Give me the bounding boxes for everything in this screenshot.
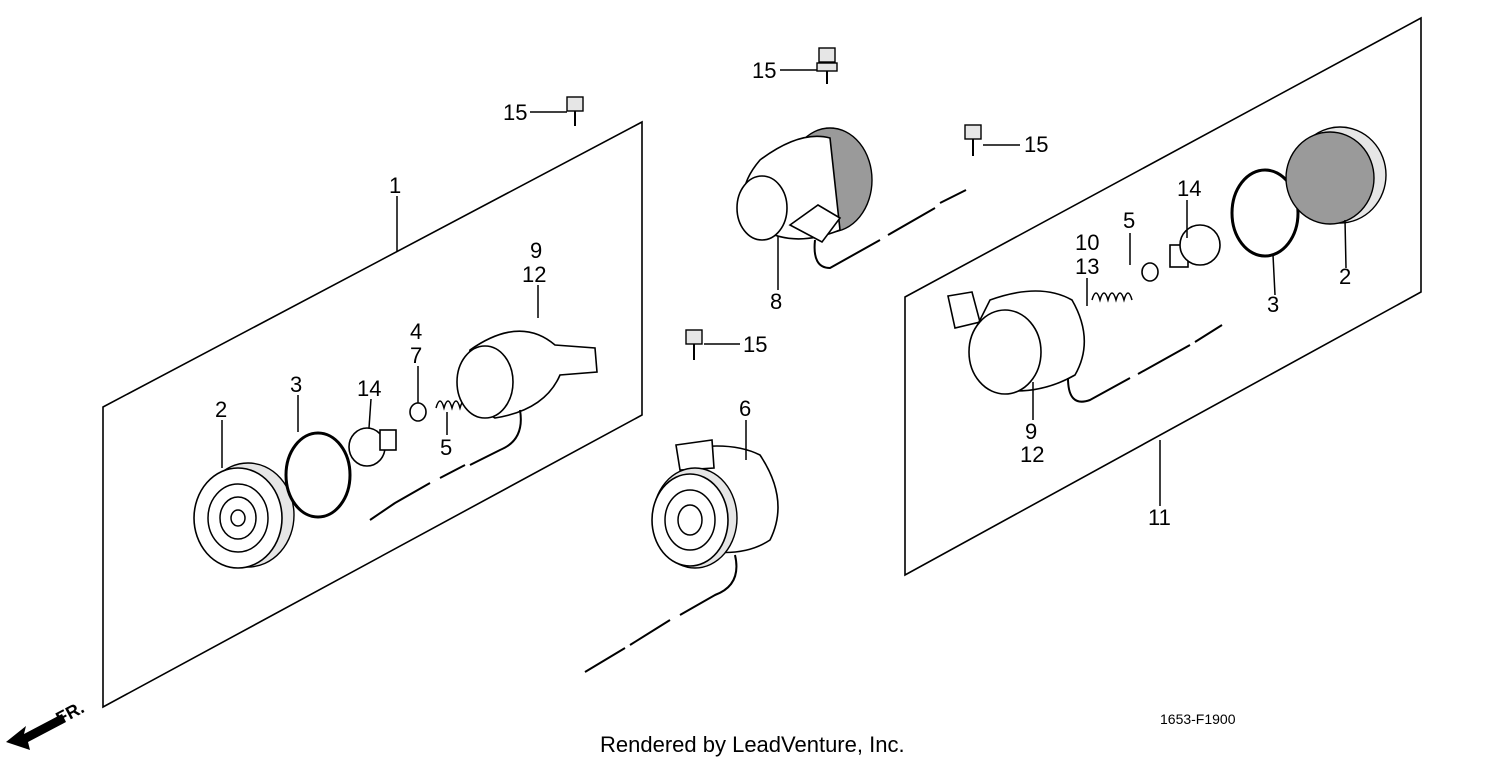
top-center-indicator: [736, 127, 967, 270]
callout-3-left: 3: [290, 372, 302, 397]
callout-15-c: 15: [1024, 132, 1048, 157]
callout-12-right: 12: [1020, 442, 1044, 467]
callout-15-b: 15: [752, 58, 776, 83]
screw-a: [566, 96, 584, 126]
right-housing: [947, 290, 1223, 403]
callout-11: 11: [1148, 505, 1171, 530]
front-arrow-icon: [6, 714, 66, 750]
callout-2-right: 2: [1339, 264, 1351, 289]
left-wire: [369, 464, 466, 521]
screw-d: [685, 329, 703, 360]
right-o-ring: [1230, 168, 1300, 258]
callout-4: 4: [410, 319, 422, 344]
callout-7: 7: [410, 343, 422, 368]
callout-12-left: 12: [522, 262, 546, 287]
right-lens: [1285, 126, 1387, 225]
callout-1: 1: [389, 173, 401, 198]
right-bulb: [1169, 224, 1221, 268]
left-washer: [409, 402, 427, 422]
callout-9-left: 9: [530, 238, 542, 263]
callout-5-right: 5: [1123, 208, 1135, 233]
right-spring: [1091, 292, 1133, 303]
callout-5-left: 5: [440, 435, 452, 460]
left-housing: [456, 330, 598, 466]
callout-2-left: 2: [215, 397, 227, 422]
callout-14-left: 14: [357, 376, 381, 401]
callout-3-right: 3: [1267, 292, 1279, 317]
callout-15-a: 15: [503, 100, 527, 125]
credit-text: Rendered by LeadVenture, Inc.: [600, 732, 905, 757]
left-lens: [193, 462, 295, 569]
screw-c: [964, 124, 982, 156]
callout-13: 13: [1075, 254, 1099, 279]
bottom-center-indicator: [584, 439, 779, 673]
right-assembly-plate: [904, 16, 1422, 577]
callout-10: 10: [1075, 230, 1099, 255]
callout-15-d: 15: [743, 332, 767, 357]
part-code: 1653-F1900: [1160, 711, 1236, 727]
left-bulb: [348, 427, 397, 467]
callout-6: 6: [739, 396, 751, 421]
right-washer: [1141, 262, 1159, 282]
leader-lines: [221, 69, 1347, 506]
screw-b: [816, 47, 838, 84]
callout-14-right: 14: [1177, 176, 1201, 201]
callout-8: 8: [770, 289, 782, 314]
left-o-ring: [284, 431, 352, 519]
callout-9-right: 9: [1025, 419, 1037, 444]
left-assembly-plate: [102, 120, 643, 709]
